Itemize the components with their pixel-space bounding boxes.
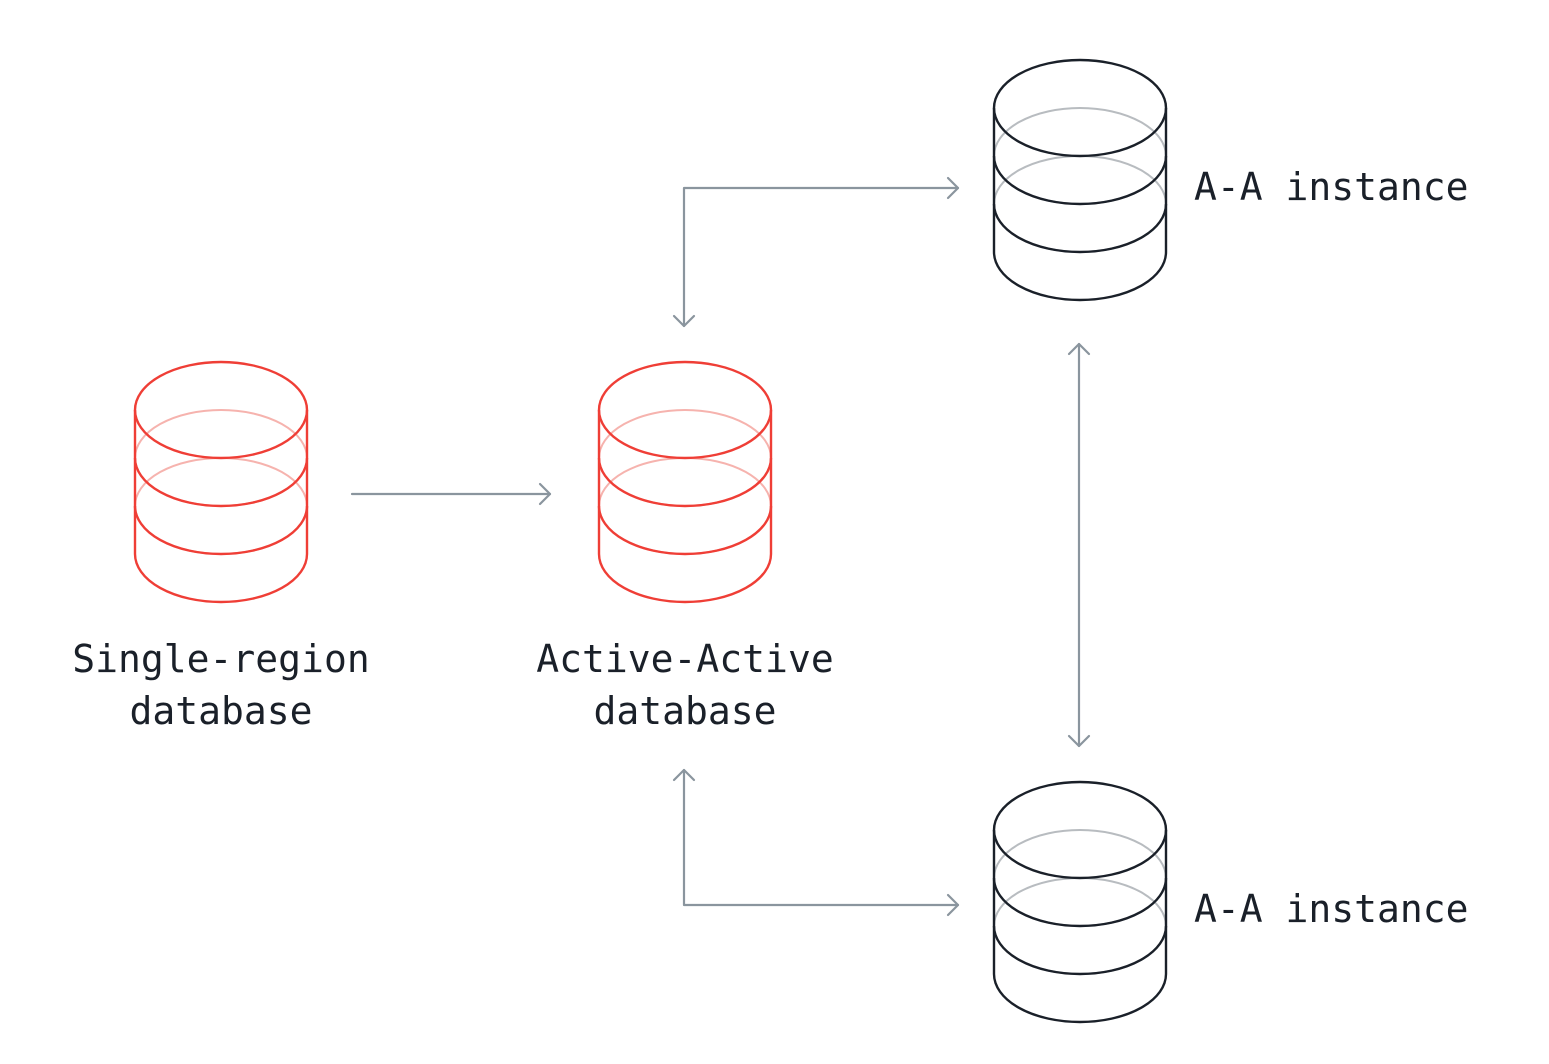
active-active-label-line1: Active-Active [536, 637, 833, 681]
arrow-active-to-top-instance [672, 176, 960, 328]
active-active-label-line2: database [593, 689, 776, 733]
arrow-single-to-active [350, 482, 552, 506]
labels: Single-region database Active-Active dat… [72, 165, 1468, 931]
arrows [350, 176, 1091, 917]
database-icon [597, 360, 773, 604]
instance-bottom-label: A-A instance [1194, 887, 1469, 931]
arrow-active-to-bottom-instance [672, 768, 960, 917]
single-region-label-line2: database [129, 689, 312, 733]
database-icon [992, 58, 1168, 302]
instance-top-label: A-A instance [1194, 165, 1469, 209]
single-region-label-line1: Single-region [72, 637, 369, 681]
database-icon [992, 780, 1168, 1024]
arrow-top-to-bottom-instance [1067, 342, 1091, 748]
database-icon [133, 360, 309, 604]
